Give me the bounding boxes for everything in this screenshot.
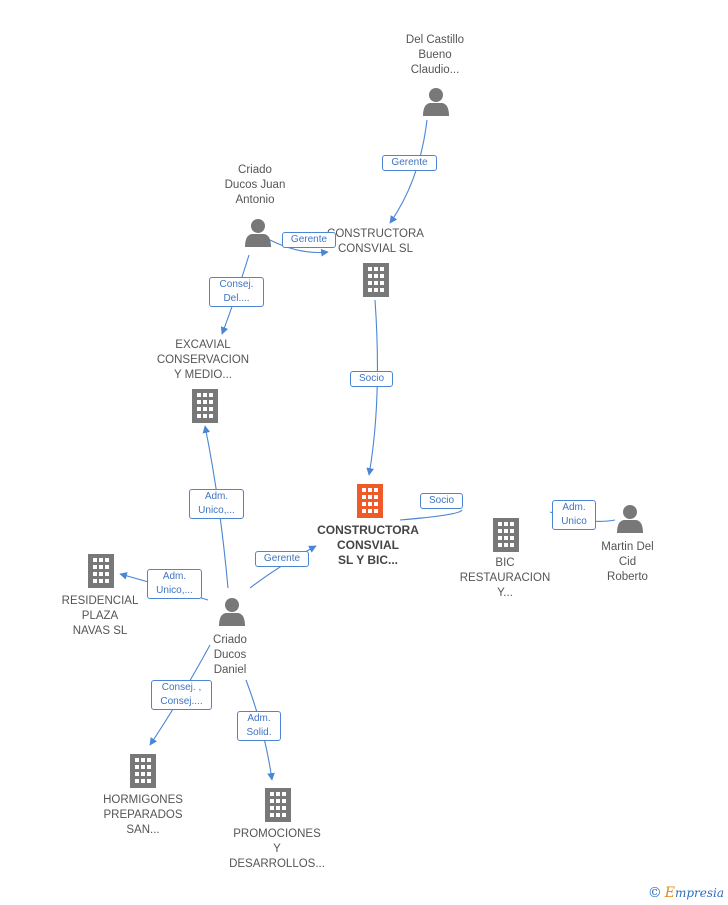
node-hormigones[interactable]: HORMIGONES PREPARADOS SAN... — [103, 794, 183, 836]
person-icon — [219, 598, 245, 626]
building-icon — [130, 754, 156, 788]
edge-label-gerente: Gerente — [382, 155, 437, 171]
edge-label-gerente: Gerente — [282, 232, 336, 248]
building-icon — [265, 788, 291, 822]
edge-label-consej: Consej. Del.... — [209, 277, 264, 307]
building-icon — [363, 263, 389, 297]
edge-consvial-bic — [366, 299, 378, 476]
edge-label-gerente: Gerente — [255, 551, 309, 567]
node-constructora-bic[interactable]: CONSTRUCTORA CONSVIAL SL Y BIC... — [317, 523, 419, 567]
person-icon — [245, 219, 271, 247]
empresia-logo[interactable]: ©Empresia — [648, 885, 724, 901]
edge-label-consej: Consej. , Consej.... — [151, 680, 212, 710]
edge-label-adm-unico: Adm. Unico,... — [147, 569, 202, 599]
node-martin[interactable]: Martin Del Cid Roberto — [601, 541, 654, 583]
edge-bic-restauracion — [399, 509, 463, 521]
building-icon — [493, 518, 519, 552]
node-criado-daniel[interactable]: Criado Ducos Daniel — [213, 634, 247, 676]
brand-initial: E — [664, 885, 675, 901]
edge-label-socio: Socio — [420, 493, 463, 509]
person-icon — [617, 505, 643, 533]
edge-label-adm-unico: Adm. Unico,... — [189, 489, 244, 519]
brand-name: mpresia — [674, 886, 724, 900]
node-bic-restauracion[interactable]: BIC RESTAURACION Y... — [459, 557, 551, 599]
person-icon — [423, 88, 449, 116]
edge-juan-consvial — [269, 239, 329, 257]
node-promociones[interactable]: PROMOCIONES Y DESARROLLOS... — [229, 828, 325, 870]
edge-label-adm-solid: Adm. Solid. — [237, 711, 281, 741]
building-icon — [357, 484, 383, 518]
node-criado-juan[interactable]: Criado Ducos Juan Antonio — [224, 164, 286, 206]
building-icon — [88, 554, 114, 588]
edge-castillo-consvial — [389, 119, 428, 224]
node-constructora-consvial[interactable]: CONSTRUCTORA CONSVIAL SL — [327, 228, 424, 255]
building-icon — [192, 389, 218, 423]
copyright-icon: © — [647, 885, 662, 901]
node-residencial[interactable]: RESIDENCIAL PLAZA NAVAS SL — [61, 595, 139, 637]
edge-label-adm-unico: Adm. Unico — [552, 500, 596, 530]
node-excavial[interactable]: EXCAVIAL CONSERVACION Y MEDIO... — [156, 339, 250, 381]
node-del-castillo[interactable]: Del Castillo Bueno Claudio... — [405, 34, 465, 76]
edge-label-socio: Socio — [350, 371, 393, 387]
